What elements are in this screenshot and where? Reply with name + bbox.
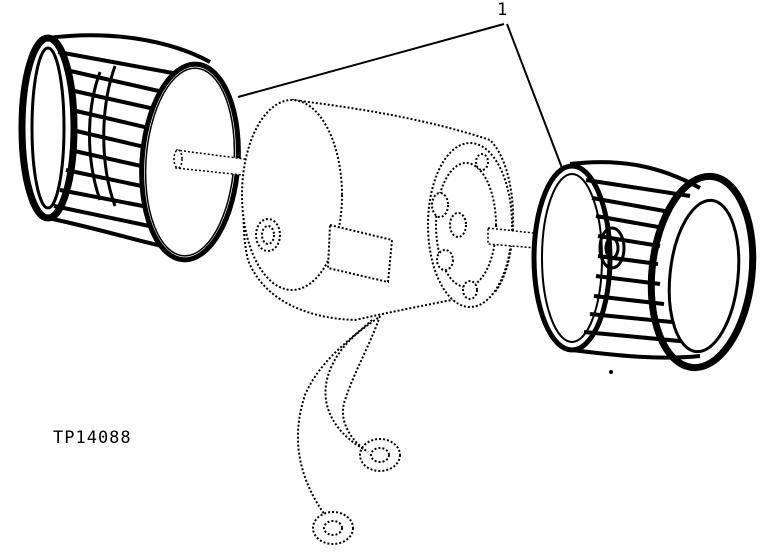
callout-number: 1	[497, 0, 508, 20]
right-blower-wheel	[531, 160, 757, 372]
blower-motor	[241, 98, 515, 322]
motor-wire-leads	[296, 315, 381, 516]
left-blower-wheel	[18, 33, 241, 263]
stray-mark	[609, 370, 613, 374]
ring-terminals	[312, 438, 401, 545]
figure-code: TP14088	[53, 428, 132, 448]
callout-leader-lines	[237, 23, 563, 169]
